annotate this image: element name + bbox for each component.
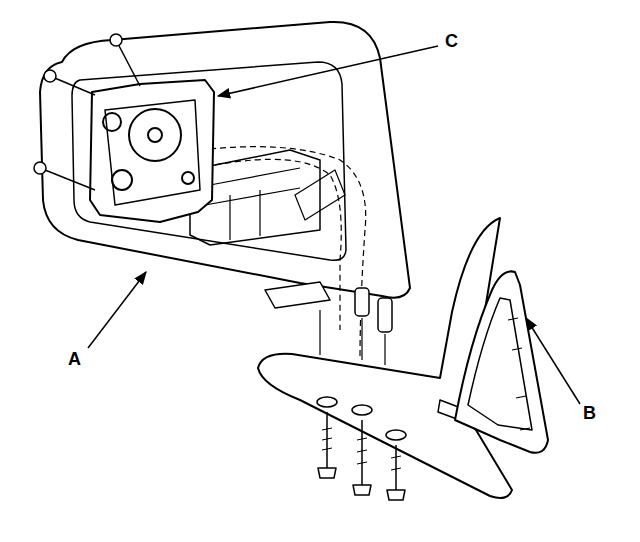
mirror-glass <box>455 271 548 452</box>
callout-letter: A <box>68 350 81 368</box>
screws <box>34 34 140 190</box>
housing-opening <box>72 62 346 260</box>
leader-lines <box>88 46 580 404</box>
callout-letter: B <box>583 404 596 422</box>
callout-letter: C <box>445 32 458 50</box>
bolts <box>318 412 405 500</box>
mirror-housing <box>40 22 410 298</box>
actuator-plate <box>90 80 214 222</box>
